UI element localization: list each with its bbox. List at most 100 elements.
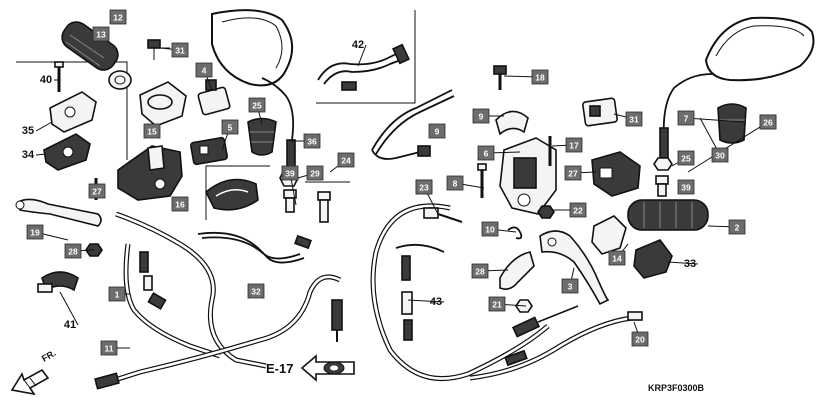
part-number: 7 bbox=[684, 114, 689, 124]
cable-bracket bbox=[499, 251, 535, 290]
part-number: 32 bbox=[251, 287, 261, 297]
part-number-badge: 31 bbox=[171, 42, 189, 58]
leader-line bbox=[35, 153, 47, 156]
lever-bracket-right bbox=[499, 137, 557, 215]
part-number-badge: 17 bbox=[565, 137, 583, 153]
part-number: 13 bbox=[96, 30, 106, 40]
part-number: 39 bbox=[681, 183, 691, 193]
part-number-badge: 23 bbox=[415, 179, 433, 195]
divider-line bbox=[316, 10, 416, 104]
part-number: 9 bbox=[435, 127, 440, 137]
leader-line bbox=[687, 121, 769, 173]
throttle-grip bbox=[61, 21, 132, 90]
part-number: 6 bbox=[484, 149, 489, 159]
part-number: 27 bbox=[92, 187, 102, 197]
part-number: 21 bbox=[492, 300, 502, 310]
leader-line bbox=[357, 44, 367, 67]
part-number-badge: 36 bbox=[303, 133, 321, 149]
part-number: 24 bbox=[341, 156, 351, 166]
part-number-badge: 39 bbox=[281, 165, 299, 181]
part-number: 9 bbox=[479, 112, 484, 122]
part-number-badge: 22 bbox=[569, 202, 587, 218]
part-number-badge: 29 bbox=[306, 165, 324, 181]
switch-housing-lower bbox=[43, 133, 91, 171]
part-number-badge: 24 bbox=[337, 152, 355, 168]
part-number: 1 bbox=[115, 290, 120, 300]
part-number-badge: 16 bbox=[171, 196, 189, 212]
nut bbox=[537, 205, 555, 219]
part-number-badge: 14 bbox=[608, 250, 626, 266]
leader-line bbox=[407, 299, 445, 303]
leader-line bbox=[685, 117, 745, 123]
spring bbox=[507, 226, 523, 240]
part-number-badge: 26 bbox=[759, 114, 777, 130]
lever-bracket bbox=[117, 145, 183, 201]
bolt bbox=[655, 175, 669, 197]
divider-line bbox=[16, 61, 128, 160]
part-number-badge: 6 bbox=[477, 145, 495, 161]
part-number-badge: 2 bbox=[728, 219, 746, 235]
part-number-plain: 34 bbox=[22, 149, 35, 161]
nut bbox=[653, 157, 673, 171]
part-number: 28 bbox=[68, 247, 78, 257]
rubber-boot bbox=[247, 117, 277, 156]
switch-unit bbox=[591, 151, 641, 197]
mirror-right bbox=[659, 16, 815, 159]
rubber-boot bbox=[717, 103, 747, 144]
part-number: 10 bbox=[485, 225, 495, 235]
part-number: 26 bbox=[763, 118, 773, 128]
wire-harness bbox=[317, 43, 410, 91]
part-number-badge: 28 bbox=[64, 243, 82, 259]
divider-line bbox=[205, 165, 270, 220]
cable-clamp bbox=[495, 110, 529, 136]
front-direction-arrow bbox=[10, 368, 50, 396]
switch-cover bbox=[205, 178, 259, 211]
part-number: 36 bbox=[307, 137, 317, 147]
brake-lever bbox=[539, 230, 610, 306]
part-number: 28 bbox=[475, 267, 485, 277]
switch-housing-upper bbox=[49, 91, 97, 133]
part-number: 14 bbox=[612, 254, 622, 264]
part-number-plain: 33 bbox=[684, 258, 696, 270]
part-number-badge: 5 bbox=[221, 119, 239, 135]
part-number-badge: 20 bbox=[631, 331, 649, 347]
diagram-code: KRP3F0300B bbox=[648, 383, 705, 393]
part-number: 18 bbox=[535, 73, 545, 83]
part-number-badge: 9 bbox=[428, 123, 446, 139]
handlebar-grip bbox=[627, 199, 709, 231]
part-number-plain: 40 bbox=[40, 74, 52, 86]
part-number-plain: 42 bbox=[352, 39, 364, 51]
cable-end-fitting bbox=[94, 299, 343, 390]
part-number-badge: 4 bbox=[195, 62, 213, 78]
brake-lever bbox=[15, 198, 102, 227]
part-number: 25 bbox=[681, 154, 691, 164]
part-number-badge: 3 bbox=[561, 278, 579, 294]
brake-cable bbox=[469, 315, 633, 381]
part-number: 27 bbox=[568, 169, 578, 179]
leader-line bbox=[667, 261, 699, 265]
part-number-badge: 13 bbox=[92, 26, 110, 42]
cable-end-fitting bbox=[504, 305, 643, 367]
part-number-badge: 32 bbox=[247, 283, 265, 299]
part-number-badge: 12 bbox=[109, 9, 127, 25]
part-number: 31 bbox=[629, 115, 639, 125]
mirror-left bbox=[211, 9, 296, 169]
part-number-badge: 27 bbox=[564, 165, 582, 181]
part-number: 39 bbox=[285, 169, 295, 179]
part-number: 15 bbox=[147, 127, 157, 137]
part-number-badge: 21 bbox=[488, 296, 506, 312]
part-number-badge: 25 bbox=[248, 97, 266, 113]
part-number: 29 bbox=[310, 169, 320, 179]
cable-adjuster bbox=[401, 207, 463, 341]
switch-unit bbox=[190, 136, 228, 166]
cable-clamp bbox=[37, 271, 79, 293]
part-number-badge: 28 bbox=[471, 263, 489, 279]
switch-unit bbox=[591, 215, 673, 279]
part-number-badge: 1 bbox=[108, 286, 126, 302]
part-number: 3 bbox=[568, 282, 573, 292]
part-number-badge: 15 bbox=[143, 123, 161, 139]
part-number: 2 bbox=[735, 223, 740, 233]
leader-line bbox=[35, 121, 53, 132]
